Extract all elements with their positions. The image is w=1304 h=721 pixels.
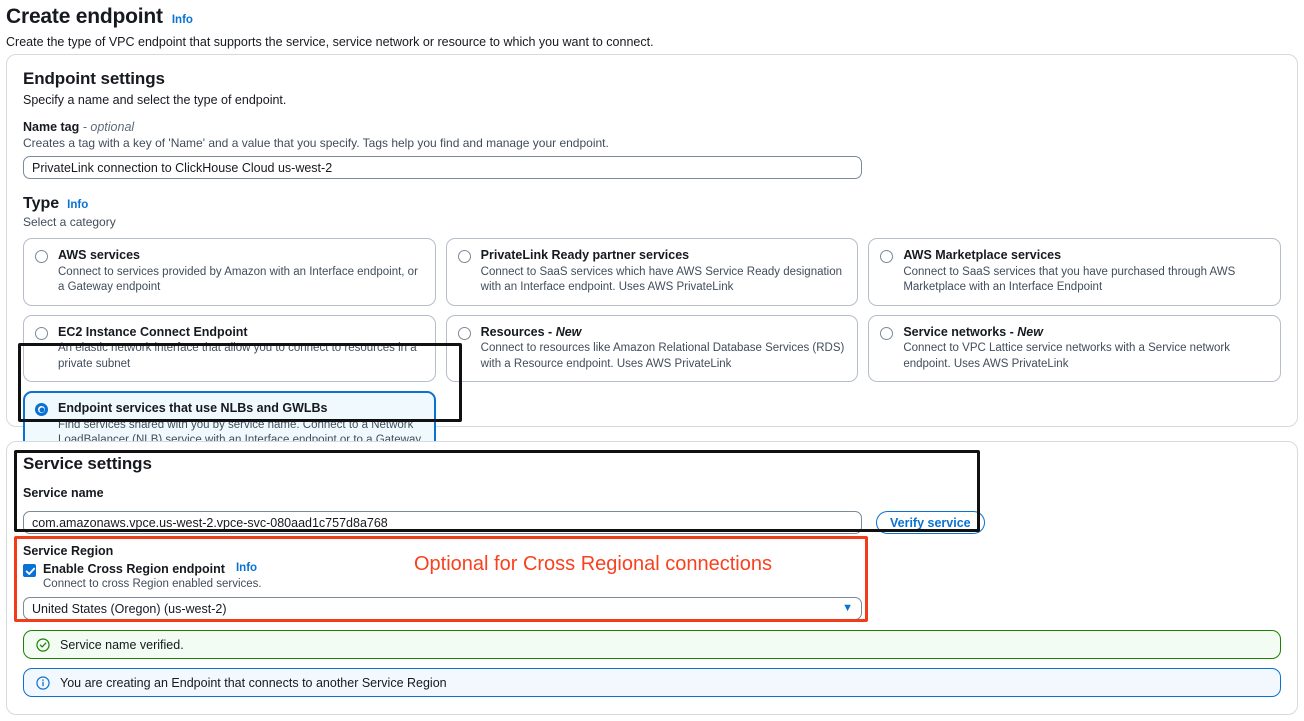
type-option-title: Service networks - New — [903, 324, 1043, 339]
radio-unselected-icon[interactable] — [880, 250, 894, 263]
name-tag-input[interactable]: PrivateLink connection to ClickHouse Clo… — [23, 156, 862, 179]
name-tag-label: Name tag - optional — [23, 120, 1281, 134]
service-settings-title: Service settings — [23, 454, 152, 473]
radio-selected-icon[interactable] — [35, 403, 48, 417]
type-option-body: EC2 Instance Connect Endpoint An elastic … — [58, 325, 424, 373]
page-header: Create endpoint Info Create the type of … — [0, 0, 1304, 49]
alert-service-name-verified: Service name verified. — [23, 630, 1281, 659]
name-tag-optional-suffix: - optional — [82, 120, 135, 134]
type-option-title: PrivateLink Ready partner services — [480, 248, 690, 262]
type-description: Select a category — [23, 215, 116, 229]
annotation-text-cross-region: Optional for Cross Regional connections — [414, 553, 772, 575]
type-option-description: Connect to VPC Lattice service networks … — [903, 342, 1230, 370]
alert-cross-region-info: You are creating an Endpoint that connec… — [23, 668, 1281, 697]
radio-unselected-icon[interactable] — [457, 326, 471, 340]
name-tag-label-text: Name tag — [23, 120, 80, 134]
alert-success-message: Service name verified. — [60, 637, 184, 652]
alerts-container: Service name verified. You are creating … — [23, 630, 1281, 697]
check-circle-icon — [36, 637, 50, 652]
service-region-select[interactable]: United States (Oregon) (us-west-2) ▼ — [23, 597, 862, 620]
service-region-selected-value: United States (Oregon) (us-west-2) — [32, 601, 227, 616]
type-option-description: Connect to resources like Amazon Relatio… — [480, 342, 845, 370]
endpoint-settings-title: Endpoint settings — [23, 69, 165, 88]
type-option-description: Connect to SaaS services that you have p… — [903, 265, 1236, 294]
type-option-title: EC2 Instance Connect Endpoint — [58, 324, 248, 339]
page-info-link[interactable]: Info — [171, 14, 193, 26]
endpoint-settings-subtitle: Specify a name and select the type of en… — [23, 93, 287, 107]
chevron-down-icon: ▼ — [842, 602, 853, 614]
alert-info-message: You are creating an Endpoint that connec… — [60, 675, 447, 690]
type-option-description: Connect to SaaS services which have AWS … — [480, 265, 843, 294]
page-title: Create endpoint — [6, 5, 163, 28]
enable-cross-region-label: Enable Cross Region endpoint — [43, 562, 225, 576]
type-field: Type Info Select a category AWS services… — [23, 195, 1281, 475]
type-label: Type — [23, 195, 60, 212]
type-option-title: AWS Marketplace services — [903, 248, 1062, 262]
service-name-input[interactable]: com.amazonaws.vpce.us-west-2.vpce-svc-08… — [23, 511, 862, 534]
radio-unselected-icon[interactable] — [457, 250, 471, 263]
cross-region-info-link[interactable]: Info — [235, 562, 258, 574]
verify-service-button[interactable]: Verify service — [876, 511, 985, 534]
service-settings-section: Service settings Service name com.amazon… — [6, 441, 1298, 715]
service-region-label: Service Region — [23, 544, 114, 558]
type-option-description: Connect to services provided by Amazon w… — [58, 265, 418, 294]
type-option-card[interactable]: EC2 Instance Connect Endpoint An elastic … — [23, 314, 436, 383]
new-badge: New — [555, 324, 582, 339]
type-option-title: AWS services — [58, 248, 140, 262]
type-heading-row: Type Info — [23, 195, 1281, 213]
type-option-title: Endpoint services that use NLBs and GWLB… — [58, 401, 328, 416]
enable-cross-region-checkbox[interactable] — [23, 564, 36, 577]
name-tag-description: Creates a tag with a key of 'Name' and a… — [23, 136, 609, 150]
enable-cross-region-row[interactable]: Enable Cross Region endpoint Info — [23, 562, 862, 577]
service-region-field: Service Region Enable Cross Region endpo… — [23, 544, 862, 620]
name-tag-field: Name tag - optional Creates a tag with a… — [23, 120, 1281, 179]
type-option-title: Resources - New — [480, 324, 582, 339]
checkmark-icon — [25, 567, 36, 575]
radio-unselected-icon[interactable] — [35, 250, 48, 263]
type-option-description: An elastic network interface that allow … — [58, 342, 417, 370]
page-subtitle: Create the type of VPC endpoint that sup… — [6, 35, 654, 50]
service-name-field: Service name com.amazonaws.vpce.us-west-… — [23, 486, 1281, 534]
radio-unselected-icon[interactable] — [35, 326, 48, 340]
info-circle-icon — [36, 675, 50, 690]
endpoint-settings-section: Endpoint settings Specify a name and sel… — [6, 54, 1298, 475]
service-name-label: Service name — [23, 486, 104, 500]
enable-cross-region-description: Connect to cross Region enabled services… — [43, 578, 262, 590]
radio-unselected-icon[interactable] — [880, 326, 894, 340]
page-title-row: Create endpoint Info — [6, 4, 1304, 29]
type-info-link[interactable]: Info — [67, 199, 89, 211]
new-badge: New — [1017, 324, 1043, 339]
